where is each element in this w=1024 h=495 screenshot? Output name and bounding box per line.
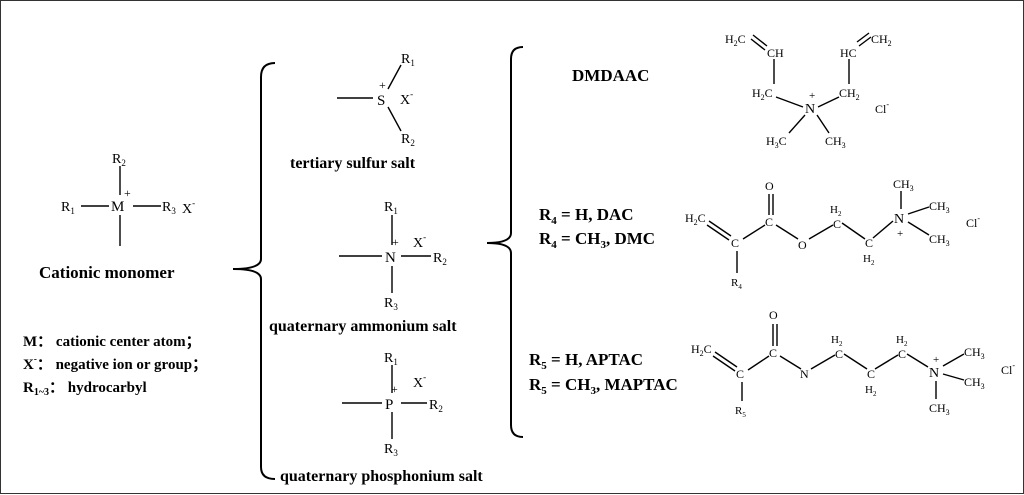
svg-text:R1: R1 (384, 351, 398, 367)
svg-text:CH3: CH3 (893, 177, 914, 193)
r2-label: R2 (112, 152, 126, 168)
center-m: M (111, 199, 124, 215)
tertiary-sulfur-structure: R1 S + X- R2 (337, 52, 415, 148)
svg-text:+: + (392, 235, 399, 249)
general-formula: R2 R1 M + R3 X- (61, 152, 195, 246)
svg-text:H3C: H3C (766, 134, 787, 150)
svg-text:R5: R5 (735, 405, 746, 419)
svg-text:R2: R2 (401, 132, 415, 148)
phosphorus-atom: P (385, 397, 393, 413)
svg-text:H2: H2 (865, 384, 877, 398)
svg-text:H2C: H2C (685, 211, 706, 227)
svg-text:+: + (809, 90, 815, 102)
svg-text:CH3: CH3 (929, 401, 950, 417)
svg-text:Cl-: Cl- (966, 214, 980, 230)
svg-text:CH2: CH2 (839, 86, 860, 102)
svg-text:Cl-: Cl- (875, 100, 889, 116)
x-anion: X- (182, 198, 195, 217)
svg-text:H2: H2 (863, 253, 875, 267)
svg-text:H2: H2 (896, 334, 908, 348)
aptac-structure: H2C C R5 C O N H2 C C H2 H2 C N + CH3 CH… (691, 308, 1015, 419)
nitrogen-atom: N (385, 250, 396, 266)
svg-text:HC: HC (840, 46, 857, 60)
svg-text:H2: H2 (831, 334, 843, 348)
svg-text:+: + (897, 228, 903, 240)
svg-text:CH: CH (767, 46, 784, 60)
dmdaac-n: N (805, 102, 815, 117)
svg-text:R4: R4 (731, 277, 742, 291)
left-curly-brace (232, 62, 276, 480)
svg-text:R2: R2 (433, 251, 447, 267)
svg-text:R1: R1 (401, 52, 415, 68)
center-plus: + (124, 186, 131, 200)
svg-text:CH3: CH3 (929, 199, 950, 215)
right-curly-brace (486, 46, 524, 438)
svg-text:X-: X- (413, 232, 426, 251)
aptac-n: N (929, 366, 939, 381)
svg-text:CH3: CH3 (964, 345, 985, 361)
svg-text:N: N (800, 367, 809, 381)
svg-text:O: O (765, 179, 774, 193)
svg-text:O: O (769, 308, 778, 322)
dac-structure: H2C C R4 C O O H2 C C H2 N + CH3 CH3 CH3… (685, 177, 980, 291)
svg-text:X-: X- (413, 372, 426, 391)
svg-text:CH3: CH3 (964, 375, 985, 391)
svg-text:H2C: H2C (691, 342, 712, 358)
svg-text:C: C (865, 236, 873, 250)
svg-text:C: C (833, 217, 841, 231)
svg-text:R1: R1 (384, 200, 398, 216)
quaternary-phosphonium-salt-label: quaternary phosphonium salt (280, 468, 483, 485)
legend: M： cationic center atom； X-： negative io… (23, 334, 207, 398)
sulfur-atom: S (377, 93, 385, 109)
svg-text:R3: R3 (384, 296, 398, 312)
r3-label: R3 (162, 200, 176, 216)
svg-text:C: C (769, 346, 777, 360)
tertiary-sulfur-salt-label: tertiary sulfur salt (290, 155, 416, 172)
svg-text:C: C (835, 347, 843, 361)
svg-text:CH3: CH3 (929, 232, 950, 248)
svg-text:H2C: H2C (752, 86, 773, 102)
svg-text:C: C (736, 367, 744, 381)
svg-text:Cl-: Cl- (1001, 361, 1015, 377)
svg-text:C: C (867, 367, 875, 381)
svg-text:R2: R2 (429, 398, 443, 414)
aptac-line: R5 = H, APTAC (529, 350, 643, 372)
quaternary-ammonium-structure: R1 N + X- R2 R3 (339, 200, 447, 312)
svg-text:H2C: H2C (725, 32, 746, 48)
legend-item-x: X-： negative ion or group； (23, 354, 207, 373)
svg-text:+: + (933, 354, 939, 366)
svg-text:H2: H2 (830, 204, 842, 218)
dmc-line: R4 = CH3, DMC (539, 229, 655, 251)
dac-line: R4 = H, DAC (539, 205, 634, 227)
quaternary-phosphonium-structure: R1 P + X- R2 R3 (342, 351, 443, 458)
legend-item-m: M： cationic center atom； (23, 334, 201, 350)
dac-n: N (894, 212, 904, 227)
svg-text:R3: R3 (384, 442, 398, 458)
svg-text:C: C (765, 215, 773, 229)
dmdaac-structure: H2C CH H2C N + CH2 HC CH2 H3C CH3 Cl- (725, 32, 892, 150)
legend-item-r: R1~3： hydrocarbyl (23, 380, 147, 398)
svg-text:CH2: CH2 (871, 32, 892, 48)
cationic-monomer-label: Cationic monomer (39, 263, 175, 282)
dmdaac-label: DMDAAC (572, 66, 649, 85)
svg-text:C: C (731, 236, 739, 250)
svg-text:O: O (798, 238, 807, 252)
quaternary-ammonium-salt-label: quaternary ammonium salt (269, 318, 457, 335)
r1-label: R1 (61, 200, 75, 216)
svg-text:+: + (391, 382, 398, 396)
svg-text:+: + (379, 78, 386, 92)
svg-text:X-: X- (400, 89, 413, 108)
svg-text:C: C (898, 347, 906, 361)
maptac-line: R5 = CH3, MAPTAC (529, 375, 678, 397)
svg-text:CH3: CH3 (825, 134, 846, 150)
